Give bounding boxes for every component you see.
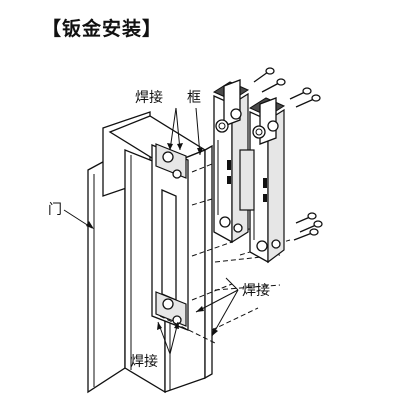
label-weld-bottom: 焊接 <box>130 354 158 370</box>
label-weld-top: 焊接 <box>135 90 163 106</box>
label-frame: 框 <box>187 90 201 106</box>
frame-channel <box>102 111 213 394</box>
leader-lines <box>63 107 239 355</box>
bracket-right <box>239 97 286 264</box>
diagram-title: 【钣金安装】 <box>42 18 163 40</box>
label-door: 门 <box>48 202 62 218</box>
screws-top <box>253 67 321 108</box>
label-weld-right: 焊接 <box>242 283 270 299</box>
screws-bottom <box>293 212 323 241</box>
